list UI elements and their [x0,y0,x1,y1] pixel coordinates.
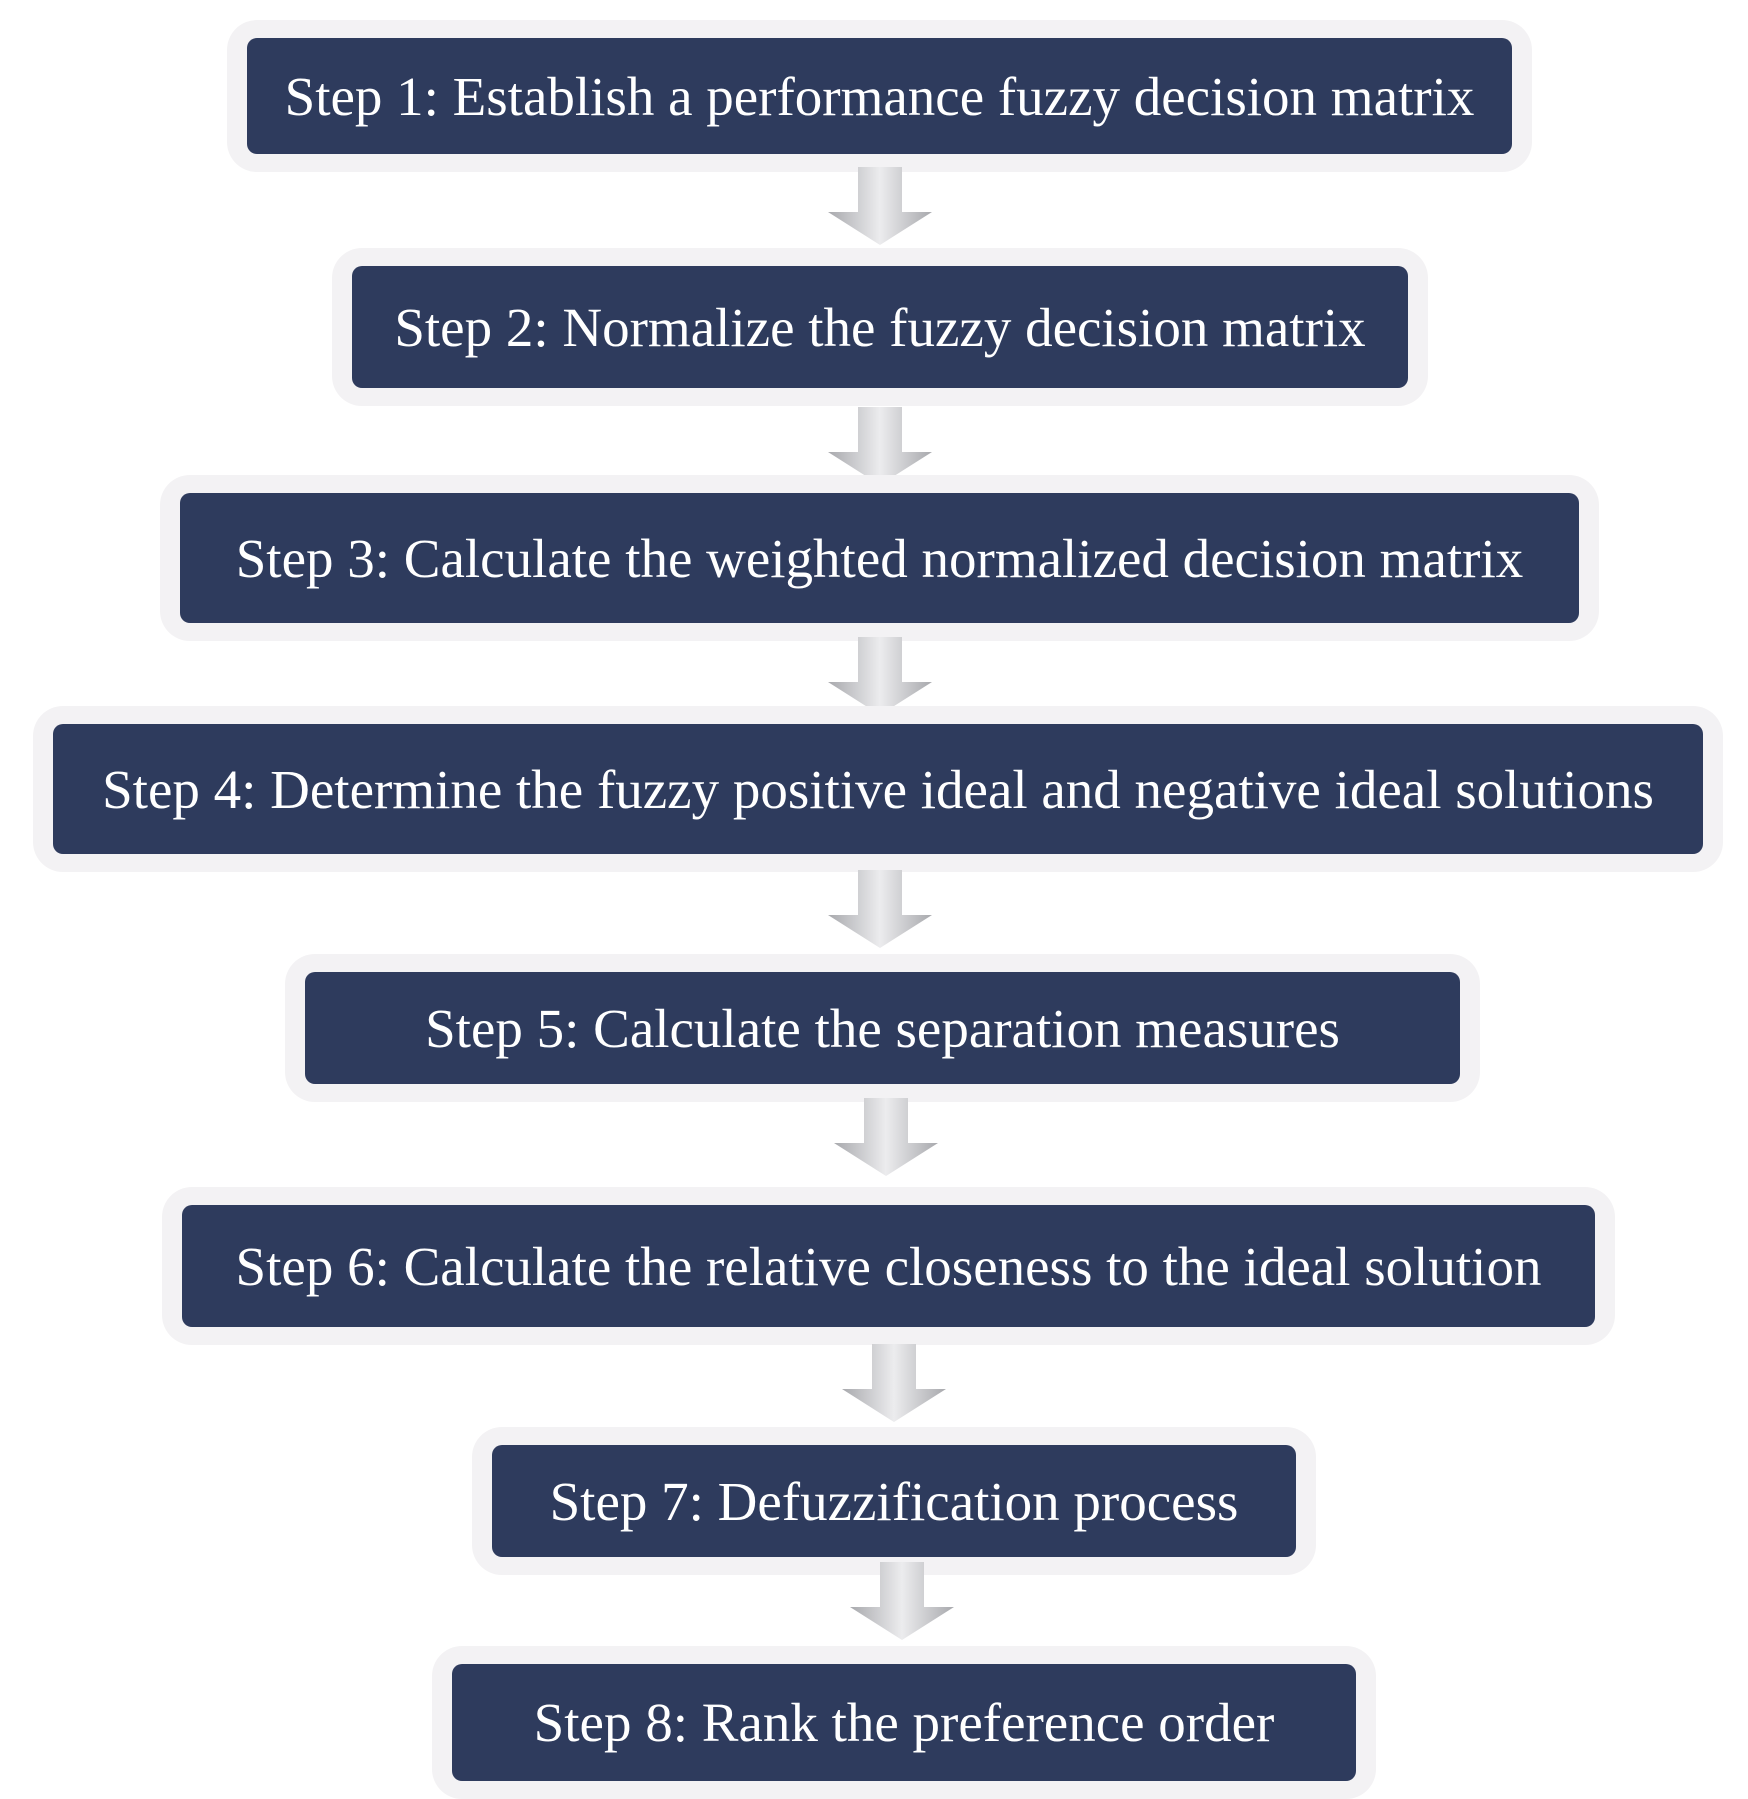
down-arrow-icon [820,637,940,717]
step-3-container: Step 3: Calculate the weighted normalize… [160,475,1599,641]
step-5-box: Step 5: Calculate the separation measure… [305,972,1460,1084]
step-4-container: Step 4: Determine the fuzzy positive ide… [33,706,1723,872]
step-5-container: Step 5: Calculate the separation measure… [285,954,1480,1102]
step-7-box: Step 7: Defuzzification process [492,1445,1296,1557]
step-8-box: Step 8: Rank the preference order [452,1664,1356,1781]
step-8-container: Step 8: Rank the preference order [432,1646,1376,1799]
down-arrow-icon [820,167,940,247]
step-4-label: Step 4: Determine the fuzzy positive ide… [102,758,1654,820]
step-5-label: Step 5: Calculate the separation measure… [425,997,1340,1059]
step-8-label: Step 8: Rank the preference order [533,1692,1275,1753]
step-7-label: Step 7: Defuzzification process [549,1470,1239,1532]
step-2-box: Step 2: Normalize the fuzzy decision mat… [352,266,1408,388]
step-1-label: Step 1: Establish a performance fuzzy de… [284,65,1475,127]
step-6-label: Step 6: Calculate the relative closeness… [235,1235,1542,1297]
down-arrow-icon [834,1344,954,1424]
step-6-box: Step 6: Calculate the relative closeness… [182,1205,1595,1327]
down-arrow-icon [826,1098,946,1178]
step-3-label: Step 3: Calculate the weighted normalize… [235,527,1524,589]
step-4-box: Step 4: Determine the fuzzy positive ide… [53,724,1703,854]
step-2-label: Step 2: Normalize the fuzzy decision mat… [394,296,1366,358]
down-arrow-icon [820,870,940,950]
down-arrow-icon [820,407,940,487]
step-6-container: Step 6: Calculate the relative closeness… [162,1187,1615,1345]
step-1-container: Step 1: Establish a performance fuzzy de… [227,20,1532,172]
step-7-container: Step 7: Defuzzification process [472,1427,1316,1575]
step-3-box: Step 3: Calculate the weighted normalize… [180,493,1579,623]
step-2-container: Step 2: Normalize the fuzzy decision mat… [332,248,1428,406]
down-arrow-icon [842,1562,962,1642]
step-1-box: Step 1: Establish a performance fuzzy de… [247,38,1512,154]
